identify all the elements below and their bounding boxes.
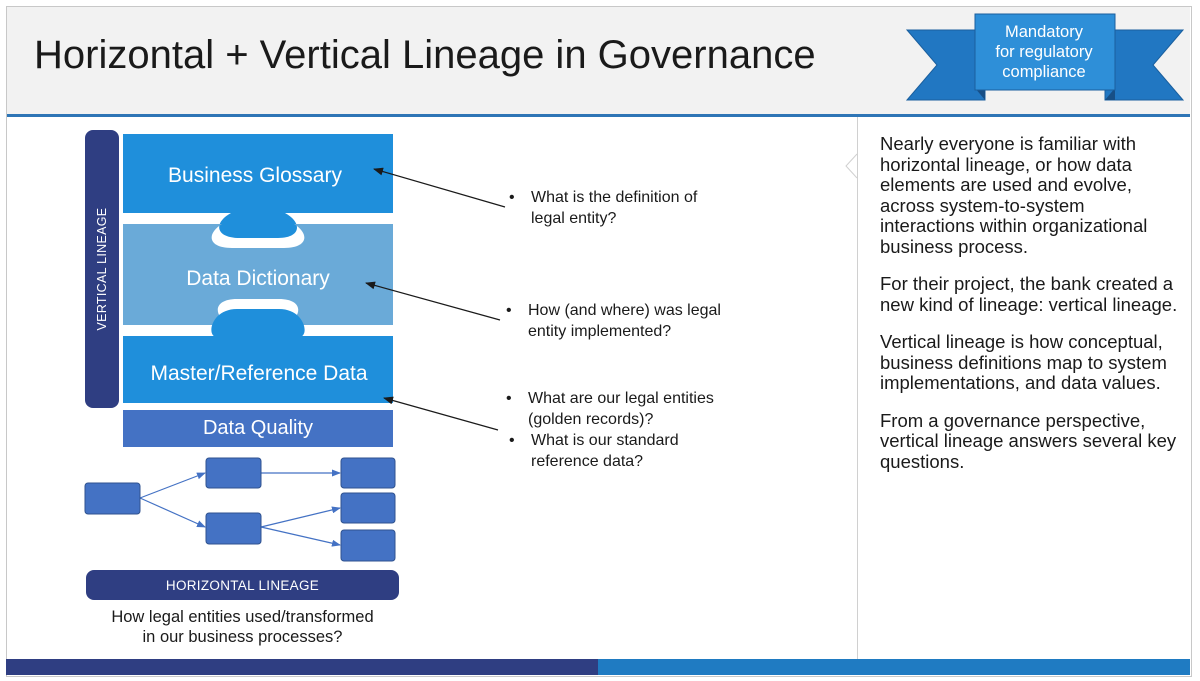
ribbon-right-fold bbox=[1105, 88, 1115, 100]
arrow-glossary bbox=[373, 167, 506, 208]
question-dictionary: • How (and where) was legal entity imple… bbox=[506, 300, 721, 342]
data-quality-box: Data Quality bbox=[123, 410, 393, 447]
panel-divider bbox=[857, 117, 858, 659]
right-panel-text: Nearly everyone is familiar with horizon… bbox=[880, 133, 1180, 489]
master-reference-data-label: Master/Reference Data bbox=[150, 362, 368, 385]
question-line: What is our standard bbox=[531, 432, 679, 449]
flow-node bbox=[340, 529, 396, 562]
puzzle-piece-data-dictionary bbox=[123, 224, 393, 325]
ribbon-text: Mandatory for regulatory compliance bbox=[978, 22, 1110, 82]
question-line: What is the definition of bbox=[531, 189, 698, 206]
question-line: legal entity? bbox=[531, 210, 617, 227]
caption-line: How legal entities used/transformed bbox=[111, 608, 374, 626]
ribbon-body bbox=[974, 13, 1116, 91]
ribbon-line: Mandatory bbox=[1005, 23, 1083, 41]
flow-node bbox=[340, 457, 396, 489]
header-rule bbox=[7, 114, 1190, 117]
data-quality-label: Data Quality bbox=[202, 417, 314, 439]
question-line: What are our legal entities bbox=[528, 390, 714, 407]
ribbon-line: for regulatory bbox=[995, 43, 1093, 61]
right-paragraph: From a governance perspective, vertical … bbox=[880, 409, 1177, 472]
caption-line: in our business processes? bbox=[142, 628, 343, 646]
bullet-icon: • bbox=[506, 390, 512, 407]
slide-title: Horizontal + Vertical Lineage in Governa… bbox=[34, 33, 816, 77]
flow-edge bbox=[139, 497, 206, 528]
question-line: entity implemented? bbox=[528, 323, 672, 340]
question-master-entities: • What are our legal entities (golden re… bbox=[506, 388, 714, 430]
puzzle-stack bbox=[123, 134, 393, 403]
bullet-icon: • bbox=[509, 189, 515, 206]
footer-bar-left bbox=[6, 659, 598, 675]
arrow-dictionary bbox=[365, 281, 501, 321]
data-dictionary-label: Data Dictionary bbox=[186, 267, 330, 290]
flow-edge bbox=[260, 526, 341, 547]
question-glossary: • What is the definition of legal entity… bbox=[509, 187, 698, 229]
business-glossary-label: Business Glossary bbox=[168, 164, 342, 187]
flow-node bbox=[340, 492, 396, 524]
right-paragraph: Nearly everyone is familiar with horizon… bbox=[880, 133, 1148, 257]
compliance-ribbon bbox=[905, 13, 1185, 101]
ribbon-left-fold bbox=[975, 88, 985, 100]
vertical-lineage-label: VERTICAL LINEAGE bbox=[95, 207, 109, 331]
footer-bar-right bbox=[598, 659, 1190, 675]
puzzle-piece-master-reference-data bbox=[123, 309, 393, 403]
question-line: How (and where) was legal bbox=[528, 302, 721, 319]
puzzle-piece-business-glossary bbox=[123, 134, 393, 238]
question-line: (golden records)? bbox=[528, 411, 654, 428]
horizontal-lineage-label: HORIZONTAL LINEAGE bbox=[165, 577, 320, 593]
ribbon-left-tail bbox=[905, 29, 986, 101]
flow-node bbox=[84, 482, 141, 515]
horizontal-flow bbox=[84, 457, 396, 562]
flow-edge bbox=[260, 506, 341, 528]
horizontal-lineage-caption: How legal entities used/transformed in o… bbox=[86, 607, 399, 647]
arrow-master-data bbox=[383, 396, 499, 431]
right-paragraph: Vertical lineage is how conceptual, busi… bbox=[880, 331, 1167, 393]
ribbon-line: compliance bbox=[1002, 63, 1086, 81]
ribbon-right-tail bbox=[1104, 29, 1185, 101]
bullet-icon: • bbox=[509, 432, 515, 449]
flow-node bbox=[205, 457, 262, 489]
vertical-lineage-bar bbox=[85, 130, 119, 408]
bullet-icon: • bbox=[506, 302, 512, 319]
callout-notch bbox=[845, 153, 858, 179]
flow-node bbox=[205, 512, 262, 545]
horizontal-lineage-bar: HORIZONTAL LINEAGE bbox=[86, 570, 399, 600]
right-paragraph: For their project, the bank created a ne… bbox=[880, 273, 1178, 315]
question-reference-data: • What is our standard reference data? bbox=[509, 430, 679, 472]
question-line: reference data? bbox=[531, 453, 644, 470]
flow-edge bbox=[139, 472, 206, 499]
